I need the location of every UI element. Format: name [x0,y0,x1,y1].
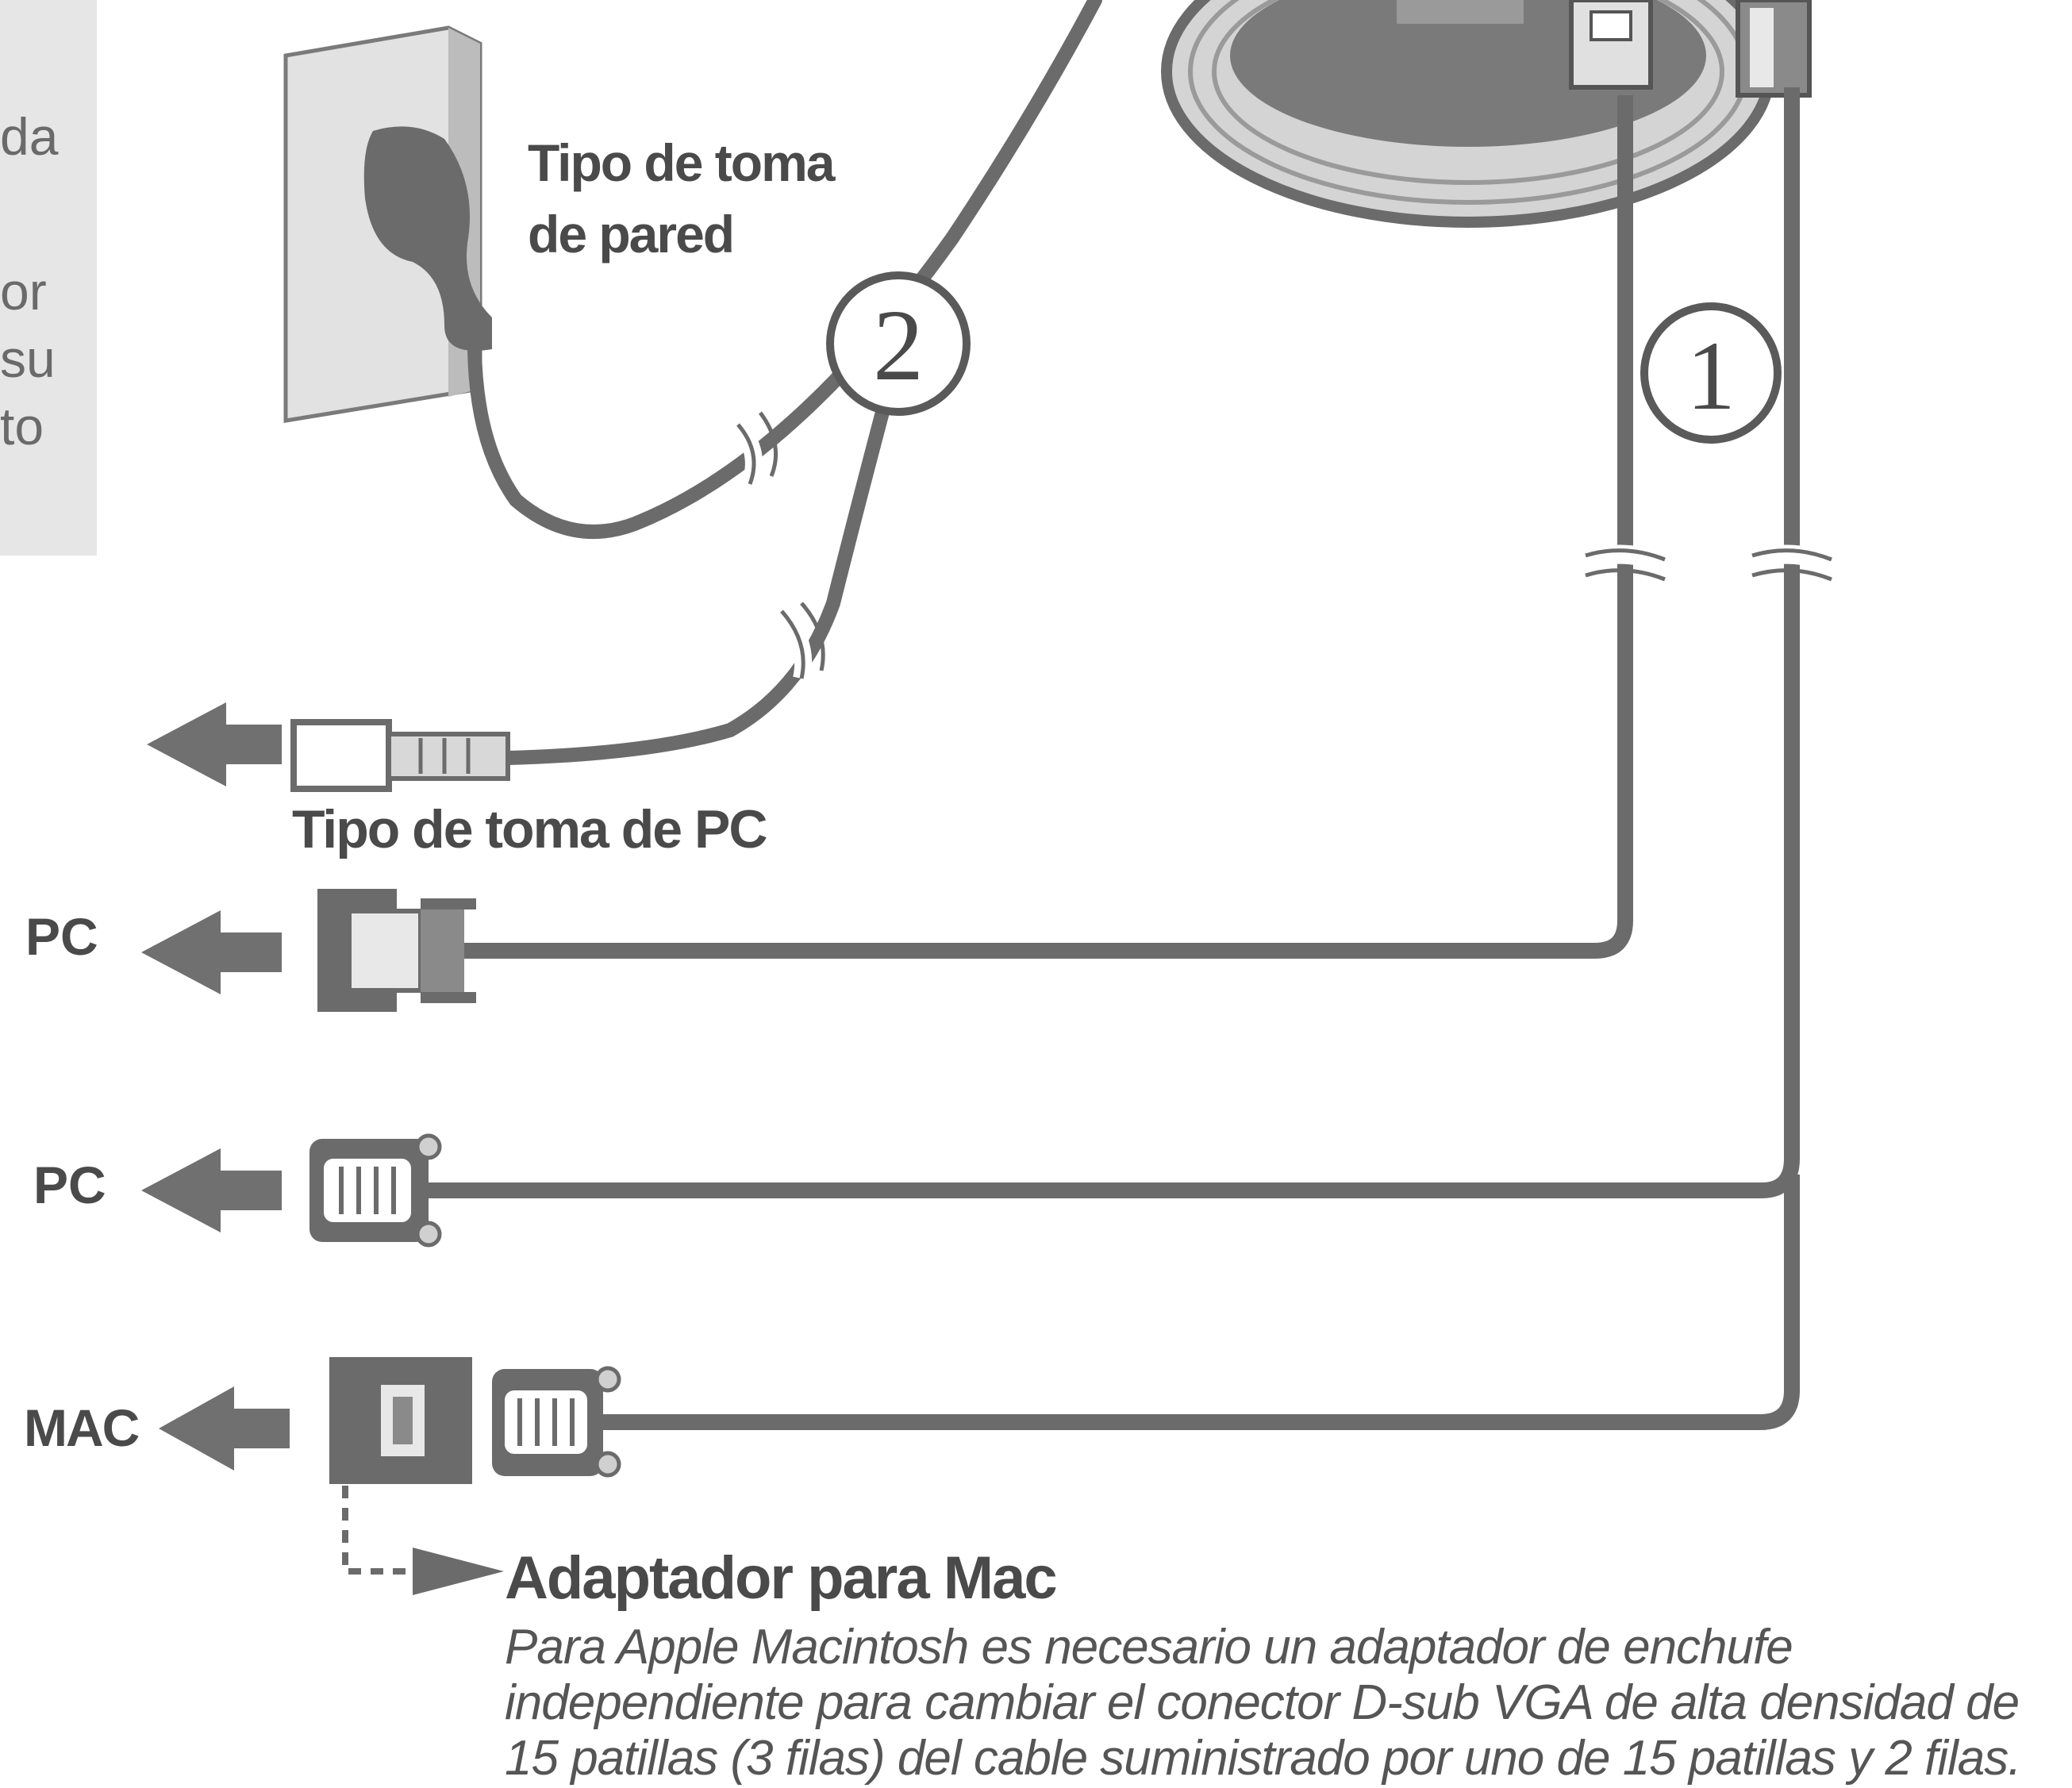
arrow-mac [159,1386,290,1471]
monitor-stand-base [1161,0,1812,228]
mac-adapter [329,1357,621,1484]
arrow-power [147,702,282,786]
pc-label-2: PC [33,1155,106,1214]
pc-outlet-label: Tipo de toma de PC [292,799,767,859]
wall-outlet-label-line-1: Tipo de toma [528,133,836,192]
mac-label: MAC [24,1398,139,1457]
adapter-note-line: Para Apple Macintosh es necesario un ada… [505,1620,1793,1675]
adapter-title: Adaptador para Mac [505,1544,1058,1612]
side-fragment: to [0,397,44,456]
step-1-number: 1 [1686,321,1736,430]
dvi-connector [317,889,476,1012]
adapter-note-line: 15 patillas (3 filas) del cable suminist… [505,1731,2022,1786]
step-2-marker: 2 [826,271,971,416]
adapter-note-line: independiente para cambiar el conector D… [505,1675,2020,1730]
wall-outlet-label-line-2: de pared [528,205,733,263]
signal-cables [429,87,1836,1430]
side-panel: da or su to [0,0,97,556]
step-1-marker: 1 [1640,302,1782,444]
pc-label-1: PC [25,907,98,966]
power-cable [290,0,1102,792]
arrow-pc-1 [141,910,282,994]
side-fragment: or [0,262,47,321]
step-2-number: 2 [873,289,924,402]
side-fragment: su [0,329,56,388]
arrow-pc-2 [141,1148,282,1232]
wall-outlet [283,25,492,423]
direction-arrows [141,702,290,1471]
adapter-pointer [342,1486,504,1595]
dsub-connector [309,1133,442,1248]
side-fragment: da [0,107,59,166]
